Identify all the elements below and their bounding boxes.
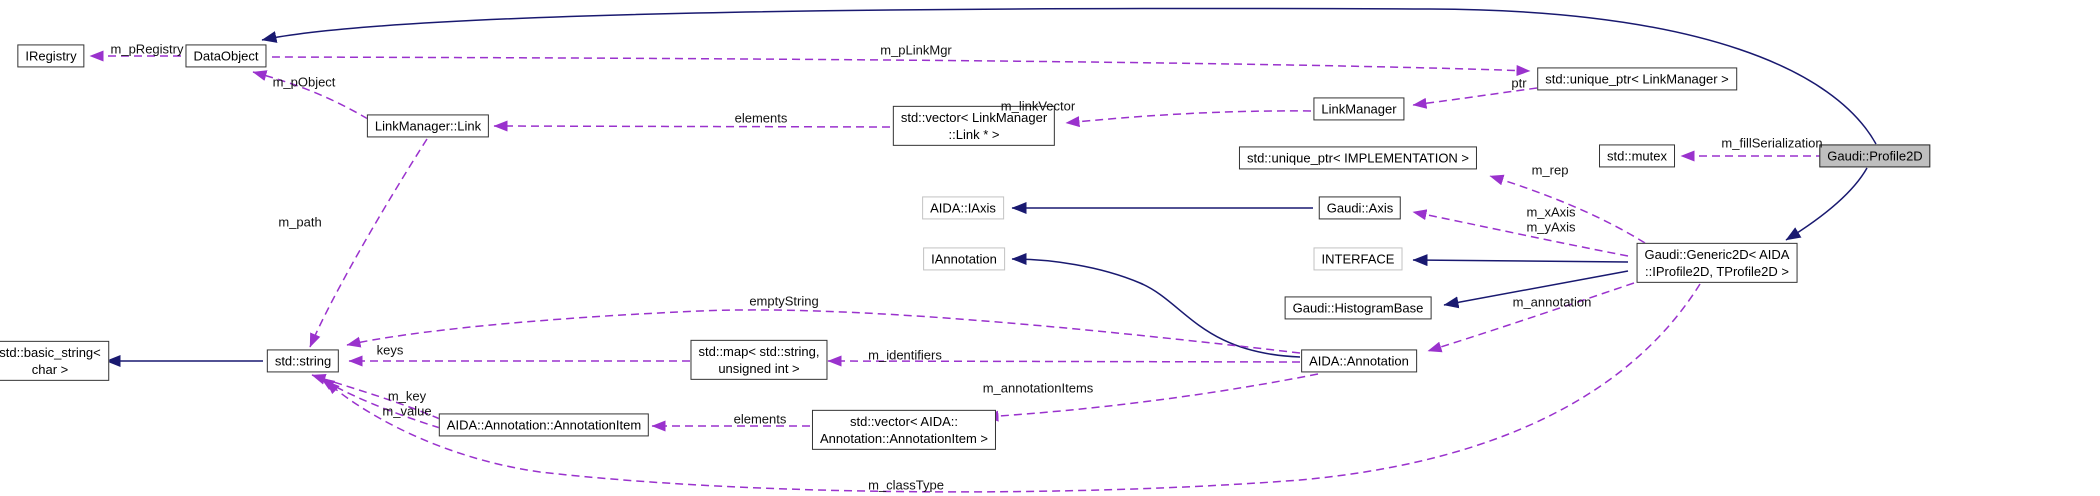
edge-m-rep bbox=[1489, 174, 1646, 244]
edge-annotation-iannotation bbox=[1011, 253, 1301, 358]
node-linkmanager[interactable]: LinkManager bbox=[1313, 97, 1405, 121]
edge-label-m-annotation: m_annotation bbox=[1512, 294, 1592, 310]
edge-label-m-identifiers: m_identifiers bbox=[868, 347, 942, 363]
node-gaudi-histogrambase[interactable]: Gaudi::HistogramBase bbox=[1284, 296, 1432, 320]
edge-m-classtype bbox=[325, 283, 1701, 493]
edge-label-elements-links: elements bbox=[734, 110, 788, 126]
edge-label-m-value: m_value bbox=[382, 403, 432, 419]
node-vector-linkmanager-link[interactable]: std::vector< LinkManager ::Link * > bbox=[892, 105, 1056, 147]
edge-generic2d-histogrambase bbox=[1443, 270, 1629, 309]
edge-label-ptr: ptr bbox=[1511, 75, 1527, 91]
edge-label-m-pregistry: m_pRegistry bbox=[110, 41, 184, 57]
node-iannotation: IAnnotation bbox=[923, 247, 1005, 271]
edge-profile2d-dataobject bbox=[261, 7, 1877, 145]
node-std-string[interactable]: std::string bbox=[266, 349, 340, 373]
edge-label-elements-annotationitems: elements bbox=[733, 411, 787, 427]
node-dataobject[interactable]: DataObject bbox=[185, 44, 267, 68]
node-gaudi-profile2d: Gaudi::Profile2D bbox=[1819, 144, 1931, 168]
edge-label-keys: keys bbox=[376, 342, 404, 358]
edge-m-path bbox=[309, 138, 428, 348]
node-unique-ptr-linkmanager[interactable]: std::unique_ptr< LinkManager > bbox=[1537, 67, 1737, 91]
edge-label-m-classtype: m_classType bbox=[868, 477, 944, 493]
node-interface: INTERFACE bbox=[1313, 247, 1403, 271]
edge-m-plinkmgr bbox=[271, 56, 1531, 77]
edge-elements-links bbox=[493, 120, 891, 132]
edge-label-m-pobject: m_pObject bbox=[272, 74, 336, 90]
edge-label-m-xaxis-m-yaxis: m_xAxis m_yAxis bbox=[1526, 204, 1576, 235]
node-unique-ptr-implementation[interactable]: std::unique_ptr< IMPLEMENTATION > bbox=[1238, 146, 1478, 170]
edge-label-m-path: m_path bbox=[278, 214, 322, 230]
node-gaudi-generic2d[interactable]: Gaudi::Generic2D< AIDA ::IProfile2D, TPr… bbox=[1636, 242, 1798, 284]
node-gaudi-axis[interactable]: Gaudi::Axis bbox=[1318, 196, 1402, 220]
edge-m-xaxis-m-yaxis bbox=[1412, 209, 1629, 257]
node-aida-annotation[interactable]: AIDA::Annotation bbox=[1301, 349, 1417, 373]
node-aida-iaxis: AIDA::IAxis bbox=[922, 196, 1004, 220]
edge-label-m-linkvector: m_linkVector bbox=[1000, 98, 1076, 114]
edge-label-m-rep: m_rep bbox=[1531, 162, 1569, 178]
edge-label-m-fillserialization: m_fillSerialization bbox=[1721, 135, 1823, 151]
edge-m-annotation bbox=[1427, 282, 1635, 353]
edge-label-m-key: m_key bbox=[387, 388, 427, 404]
edge-emptystring bbox=[346, 309, 1301, 354]
edge-label-emptystring: emptyString bbox=[749, 293, 819, 309]
edge-ptr bbox=[1412, 87, 1538, 109]
edge-label-m-plinkmgr: m_pLinkMgr bbox=[880, 42, 952, 58]
edge-m-linkvector bbox=[1065, 110, 1312, 128]
edge-label-m-annotationitems: m_annotationItems bbox=[982, 380, 1094, 396]
node-annotationitem[interactable]: AIDA::Annotation::AnnotationItem bbox=[438, 413, 650, 437]
node-std-mutex[interactable]: std::mutex bbox=[1599, 144, 1675, 168]
edge-profile2d-generic2d bbox=[1785, 167, 1868, 241]
node-iregistry[interactable]: IRegistry bbox=[17, 44, 85, 68]
edge-m-pobject bbox=[252, 70, 369, 120]
node-linkmanager-link[interactable]: LinkManager::Link bbox=[366, 114, 490, 138]
node-std-basic-string[interactable]: std::basic_string< char > bbox=[0, 340, 109, 382]
edge-m-identifiers bbox=[827, 355, 1301, 367]
node-vector-annotationitem[interactable]: std::vector< AIDA:: Annotation::Annotati… bbox=[811, 409, 997, 451]
edge-generic2d-interface bbox=[1412, 254, 1629, 267]
edge-m-annotationitems bbox=[984, 373, 1319, 422]
node-std-map[interactable]: std::map< std::string, unsigned int > bbox=[690, 339, 828, 381]
